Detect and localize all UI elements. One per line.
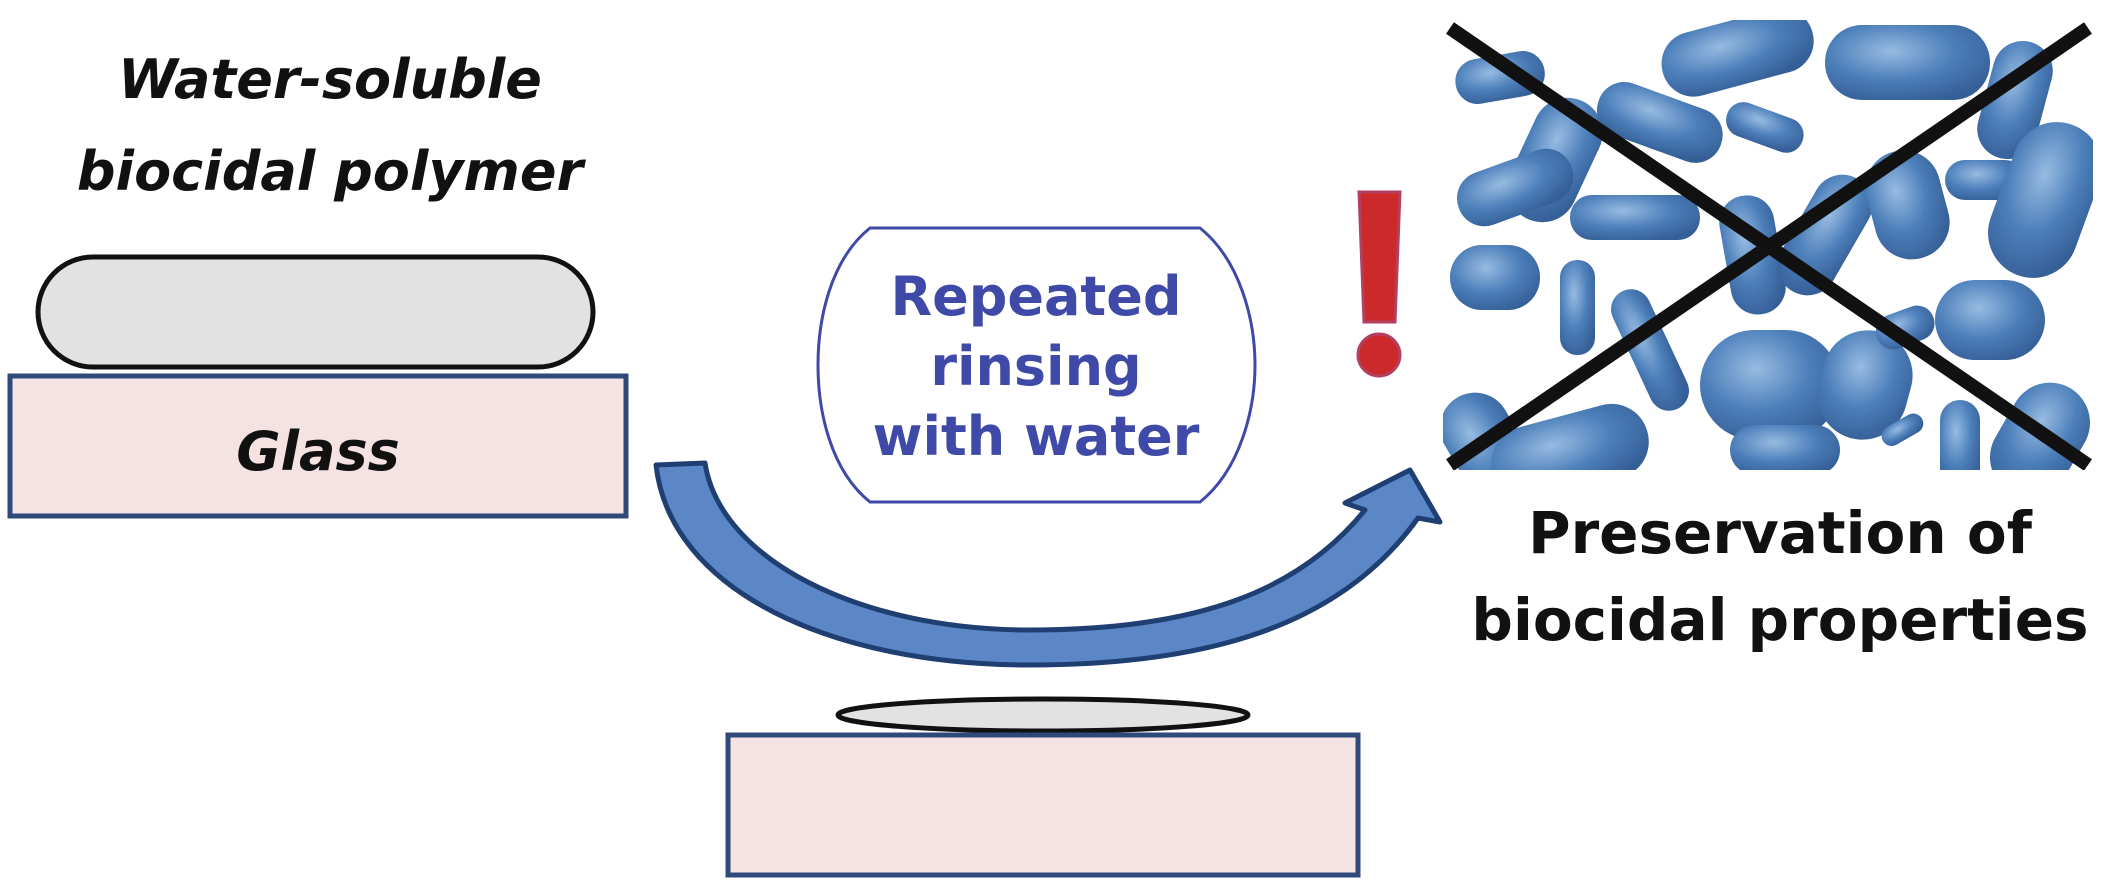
bacteria-image [1443,20,2093,470]
polymer-layer-thin [835,696,1251,734]
rinsing-label-line-2: rinsing [930,335,1141,398]
curved-arrow-icon [653,460,1443,668]
glass-substrate-left [7,373,629,519]
rinsing-label-line-1: Repeated [890,265,1181,328]
exclamation-icon [1356,190,1402,378]
result-caption: Preservation of biocidal properties [1471,499,2088,654]
bottom-panel [725,696,1361,878]
polymer-title-line-2: biocidal polymer [77,140,587,203]
rinsing-label-line-3: with water [873,405,1200,468]
glass-substrate-bottom [725,732,1361,878]
polymer-layer-thick [35,254,596,370]
left-panel: Water-soluble biocidal polymer Glass [7,48,629,519]
result-caption-line-1: Preservation of [1528,499,2033,567]
polymer-title-line-1: Water-soluble [118,48,542,111]
glass-label: Glass [236,420,400,483]
result-caption-line-2: biocidal properties [1471,586,2088,654]
rinsing-step-box: Repeated rinsing with water [816,226,1257,504]
